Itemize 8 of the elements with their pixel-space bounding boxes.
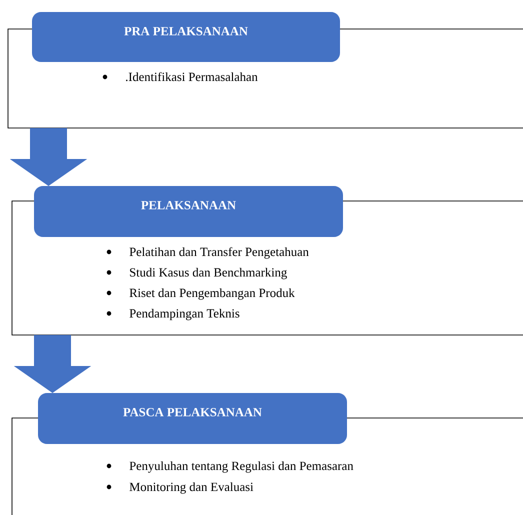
list-item: Studi Kasus dan Benchmarking: [106, 268, 287, 280]
list-item: Monitoring dan Evaluasi: [106, 482, 254, 494]
stage-header: PRA PELAKSANAAN: [32, 12, 340, 62]
list-item: Penyuluhan tentang Regulasi dan Pemasaran: [106, 461, 354, 473]
list-item: Riset dan Pengembangan Produk: [106, 288, 295, 300]
list-item: Pendampingan Teknis: [106, 308, 240, 320]
list-item: Pelatihan dan Transfer Pengetahuan: [106, 247, 309, 259]
list-item: .Identifikasi Permasalahan: [102, 72, 258, 82]
